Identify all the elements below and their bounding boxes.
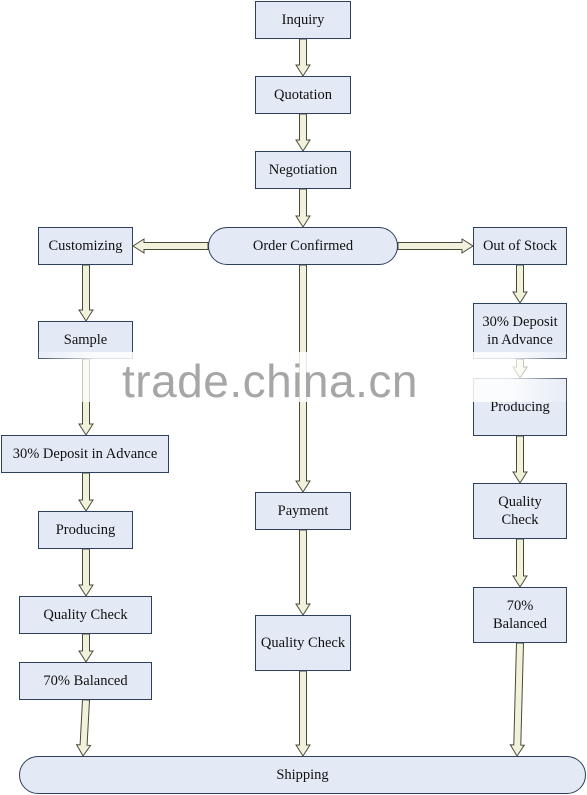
arrow-quality-balanced <box>78 633 94 663</box>
arrow-quotation-negotiation <box>295 113 311 152</box>
arrow-balanced-shipping-right <box>509 642 526 757</box>
arrow-order-customizing <box>132 238 209 254</box>
arrow-quality-balanced-right <box>512 538 528 588</box>
arrow-inquiry-quotation <box>295 38 311 77</box>
left-producing-box: Producing <box>38 511 133 549</box>
arrow-producing-quality <box>78 548 94 597</box>
right-balanced-box: 70% Balanced <box>473 587 567 643</box>
order-confirmed-box: Order Confirmed <box>208 227 398 265</box>
arrow-producing-quality-right <box>512 435 528 484</box>
payment-box: Payment <box>255 492 351 530</box>
customizing-box: Customizing <box>38 227 133 265</box>
arrow-outofstock-deposit <box>512 264 528 304</box>
right-quality-check-box: Quality Check <box>473 483 567 539</box>
left-quality-check-box: Quality Check <box>19 596 152 634</box>
arrow-order-outofstock <box>397 238 474 254</box>
left-balanced-box: 70% Balanced <box>19 662 152 700</box>
watermark-band <box>30 352 575 402</box>
out-of-stock-box: Out of Stock <box>473 227 567 265</box>
arrow-deposit-producing <box>78 472 94 512</box>
mid-quality-check-box: Quality Check <box>255 615 351 671</box>
arrow-negotiation-order <box>295 188 311 228</box>
shipping-box: Shipping <box>19 756 586 794</box>
inquiry-box: Inquiry <box>255 1 351 39</box>
arrow-customizing-sample <box>78 264 94 322</box>
left-deposit-box: 30% Deposit in Advance <box>1 435 169 473</box>
right-deposit-box: 30% Deposit in Advance <box>473 303 567 359</box>
arrow-balanced-shipping <box>75 699 92 757</box>
arrow-quality-shipping <box>295 670 311 757</box>
negotiation-box: Negotiation <box>255 151 351 189</box>
quotation-box: Quotation <box>255 76 351 114</box>
arrow-payment-quality <box>295 529 311 616</box>
watermark: trade.china.cn <box>122 355 418 407</box>
